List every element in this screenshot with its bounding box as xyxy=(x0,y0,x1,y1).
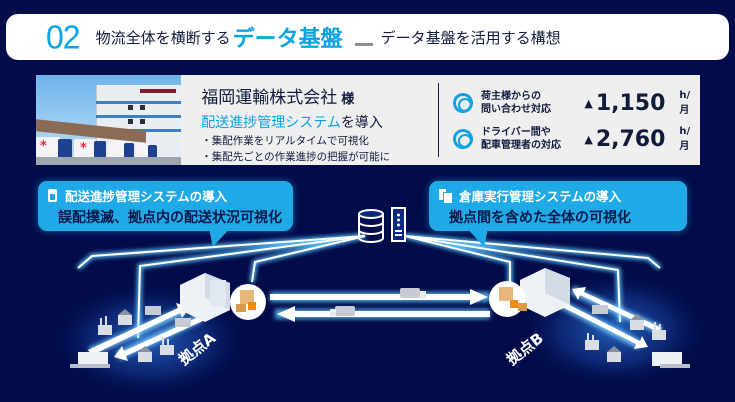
company-name: 福岡運輸株式会社様 xyxy=(201,88,355,108)
server-icon xyxy=(391,207,406,242)
documents-icon xyxy=(439,189,453,204)
double-circle-icon xyxy=(453,93,473,113)
warehouse-b-icon xyxy=(520,268,570,317)
store-icon xyxy=(652,352,690,368)
section-number: 02 xyxy=(46,17,81,56)
divider xyxy=(438,83,440,157)
bubble-title: 配送進捗管理システムの導入 xyxy=(48,186,283,205)
honorific: 様 xyxy=(341,92,355,107)
title-prefix: 物流全体を横断する xyxy=(95,28,231,47)
truck-icon xyxy=(330,306,355,316)
truck-icon xyxy=(175,318,191,327)
depot-icon xyxy=(630,314,644,330)
network-line xyxy=(404,235,511,285)
arrow-b-to-a xyxy=(277,306,490,322)
case-study-card: * * 福岡運輸株式会社様 配送進捗管理システムを導入 ・集配作業をリアルタイム… xyxy=(36,75,700,165)
warehouse-a-icon xyxy=(180,273,230,322)
bubble-title: 倉庫実行管理システムの導入 xyxy=(439,186,677,205)
system-name: 配送進捗管理システム xyxy=(201,115,341,131)
stat-item: 荷主様からの問い合わせ対応 ▲ 1,150 h/月 xyxy=(453,85,700,121)
bullet-item: ・集配作業をリアルタイムで可視化 xyxy=(201,135,369,147)
bubble-warehouse-system: 倉庫実行管理システムの導入 拠点間を含めた全体の可視化 xyxy=(429,181,687,247)
truck-icon xyxy=(400,288,426,298)
stat-value: 2,760 xyxy=(595,126,666,152)
title-subtitle: データ基盤を活用する構想 xyxy=(380,28,561,47)
forklift-icon xyxy=(489,281,527,317)
stat-unit: h/月 xyxy=(679,90,691,116)
bubble-delivery-system: 配送進捗管理システムの導入 誤配撲滅、拠点内の配送状況可視化 xyxy=(38,181,293,247)
company-photo: * * xyxy=(36,75,182,165)
depot-icon xyxy=(607,346,621,362)
network-line xyxy=(251,235,366,283)
double-circle-icon xyxy=(453,129,473,149)
factory-icon xyxy=(98,316,112,335)
company-info: 福岡運輸株式会社様 配送進捗管理システムを導入 ・集配作業をリアルタイムで可視化… xyxy=(181,75,435,165)
factory-icon xyxy=(160,337,174,355)
depot-icon xyxy=(118,309,132,325)
handset-terminal-icon xyxy=(48,189,57,202)
factory-icon xyxy=(652,322,666,340)
network-line xyxy=(77,235,366,269)
network-line xyxy=(404,235,621,323)
truck-icon xyxy=(592,305,608,314)
arrow-a-to-b xyxy=(270,289,488,305)
bubble-text: 拠点間を含めた全体の可視化 xyxy=(449,210,631,226)
page-header: 02 物流全体を横断する データ基盤 データ基盤を活用する構想 xyxy=(6,14,729,60)
bubble-text: 誤配撲滅、拠点内の配送状況可視化 xyxy=(58,210,282,226)
title-highlight: データ基盤 xyxy=(232,27,343,52)
stat-label: ドライバー間や配車管理者の対応 xyxy=(480,127,561,151)
bullet-item: ・集配先ごとの作業進捗の把握が可能に xyxy=(201,151,391,163)
stat-unit: h/月 xyxy=(679,126,691,152)
title-separator xyxy=(354,42,373,46)
forklift-icon xyxy=(230,284,266,320)
stat-label: 荷主様からの問い合わせ対応 xyxy=(480,91,551,115)
stats-list: 荷主様からの問い合わせ対応 ▲ 1,150 h/月 ドライバー間や配車管理者の対… xyxy=(439,75,700,165)
stat-item: ドライバー間や配車管理者の対応 ▲ 2,760 h/月 xyxy=(453,121,700,157)
network-line xyxy=(137,235,366,339)
depot-icon xyxy=(138,346,152,362)
database-icon xyxy=(358,209,384,243)
stat-value: 1,150 xyxy=(595,90,666,116)
decrease-triangle-icon: ▲ xyxy=(584,96,593,110)
network-line xyxy=(404,235,661,269)
truck-icon xyxy=(145,306,161,315)
decrease-triangle-icon: ▲ xyxy=(584,132,593,146)
store-icon xyxy=(70,352,110,368)
factory-icon xyxy=(585,333,599,350)
system-intro: 配送進捗管理システムを導入 xyxy=(201,115,383,131)
